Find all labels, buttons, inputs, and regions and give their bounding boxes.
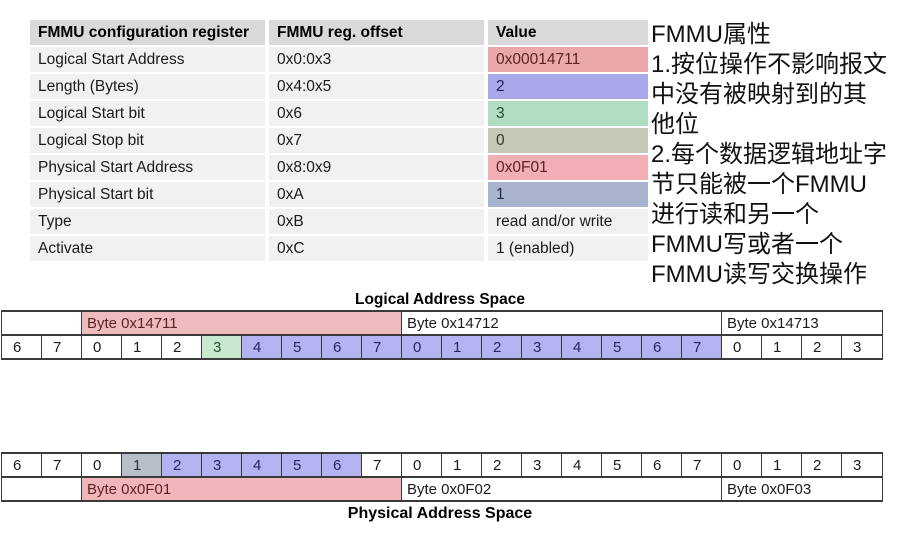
logical-bit-cell: 3 <box>202 336 242 358</box>
physical-bit-cell: 4 <box>562 454 602 476</box>
logical-bit-cell: 0 <box>722 336 762 358</box>
logical-byte-cell: Byte 0x14711 <box>82 312 402 334</box>
physical-bit-cell: 4 <box>242 454 282 476</box>
config-value-cell: 0x0F01 <box>488 155 648 180</box>
logical-bit-cell: 4 <box>562 336 602 358</box>
physical-bit-cell: 3 <box>522 454 562 476</box>
logical-bit-cell: 5 <box>602 336 642 358</box>
physical-bit-cell: 1 <box>122 454 162 476</box>
physical-bit-cell: 7 <box>682 454 722 476</box>
physical-bit-cell: 5 <box>602 454 642 476</box>
notes-line-3: 他位 <box>651 111 699 138</box>
notes-line-5: 节只能被一个FMMU <box>651 171 867 198</box>
logical-bit-cell: 3 <box>842 336 882 358</box>
config-offset-cell: 0x6 <box>269 101 484 126</box>
config-register-cell: Logical Start Address <box>30 47 265 72</box>
config-value-cell: read and/or write <box>488 209 648 234</box>
config-value-cell: 1 (enabled) <box>488 236 648 261</box>
config-value-cell: 2 <box>488 74 648 99</box>
physical-bit-cell: 6 <box>322 454 362 476</box>
physical-address-space-title: Physical Address Space <box>347 505 533 522</box>
logical-bit-cell: 1 <box>442 336 482 358</box>
config-register-cell: Activate <box>30 236 265 261</box>
config-offset-cell: 0x4:0x5 <box>269 74 484 99</box>
logical-byte-cell: Byte 0x14713 <box>722 312 882 334</box>
logical-bit-cell: 5 <box>282 336 322 358</box>
config-offset-cell: 0xC <box>269 236 484 261</box>
config-offset-cell: 0x8:0x9 <box>269 155 484 180</box>
notes-line-7: FMMU写或者一个 <box>651 231 843 258</box>
config-offset-cell: 0x0:0x3 <box>269 47 484 72</box>
physical-bit-cell: 7 <box>42 454 82 476</box>
physical-bit-cell: 3 <box>842 454 882 476</box>
config-header-cell-2: Value <box>488 20 648 45</box>
config-register-cell: Physical Start Address <box>30 155 265 180</box>
logical-bit-cell: 6 <box>322 336 362 358</box>
physical-bit-cell: 2 <box>482 454 522 476</box>
logical-bit-cell: 1 <box>122 336 162 358</box>
logical-byte-cell: Byte 0x14712 <box>402 312 722 334</box>
logical-bit-cell: 7 <box>362 336 402 358</box>
config-register-cell: Logical Stop bit <box>30 128 265 153</box>
physical-bit-cell: 0 <box>82 454 122 476</box>
physical-bit-cell: 2 <box>162 454 202 476</box>
physical-byte-cell: Byte 0x0F02 <box>402 478 722 500</box>
logical-bit-cell: 7 <box>682 336 722 358</box>
logical-bit-cell: 2 <box>162 336 202 358</box>
physical-bit-cell: 0 <box>722 454 762 476</box>
logical-bit-cell: 2 <box>802 336 842 358</box>
config-value-cell: 3 <box>488 101 648 126</box>
config-offset-cell: 0xA <box>269 182 484 207</box>
config-register-cell: Logical Start bit <box>30 101 265 126</box>
physical-byte-cell <box>2 478 82 500</box>
physical-bit-cell: 3 <box>202 454 242 476</box>
notes-line-8: FMMU读写交换操作 <box>651 261 867 288</box>
config-offset-cell: 0xB <box>269 209 484 234</box>
config-value-cell: 1 <box>488 182 648 207</box>
physical-bit-cell: 7 <box>362 454 402 476</box>
notes: FMMU属性 1.按位操作不影响报文中没有被映射到的其他位 2.每个数据逻辑地址字节… <box>651 20 905 290</box>
config-register-cell: Length (Bytes) <box>30 74 265 99</box>
config-register-cell: Type <box>30 209 265 234</box>
logical-bit-cell: 0 <box>402 336 442 358</box>
logical-byte-cell <box>2 312 82 334</box>
config-header-cell-0: FMMU configuration register <box>30 20 265 45</box>
physical-bit-cell: 2 <box>802 454 842 476</box>
config-header-cell-1: FMMU reg. offset <box>269 20 484 45</box>
physical-bit-cell: 6 <box>642 454 682 476</box>
config-offset-cell: 0x7 <box>269 128 484 153</box>
physical-bit-cell: 0 <box>402 454 442 476</box>
config-register-cell: Physical Start bit <box>30 182 265 207</box>
physical-bit-cell: 5 <box>282 454 322 476</box>
config-value-cell: 0x00014711 <box>488 47 648 72</box>
notes-line-4: 2.每个数据逻辑地址字 <box>651 141 888 168</box>
notes-line-2: 中没有被映射到的其 <box>651 81 867 108</box>
physical-bit-cell: 1 <box>762 454 802 476</box>
physical-byte-cell: Byte 0x0F01 <box>82 478 402 500</box>
logical-bit-cell: 1 <box>762 336 802 358</box>
physical-byte-cell: Byte 0x0F03 <box>722 478 882 500</box>
logical-address-space-title: Logical Address Space <box>355 291 525 308</box>
config-value-cell: 0 <box>488 128 648 153</box>
logical-bit-cell: 0 <box>82 336 122 358</box>
logical-bit-cell: 6 <box>642 336 682 358</box>
physical-bit-cell: 6 <box>2 454 42 476</box>
notes-line-0: FMMU属性 <box>651 21 771 48</box>
notes-line-6: 进行读和另一个 <box>651 201 819 228</box>
notes-line-1: 1.按位操作不影响报文 <box>651 51 888 78</box>
physical-bit-cell: 1 <box>442 454 482 476</box>
logical-bit-cell: 2 <box>482 336 522 358</box>
logical-bit-cell: 6 <box>2 336 42 358</box>
logical-bit-cell: 4 <box>242 336 282 358</box>
logical-bit-cell: 3 <box>522 336 562 358</box>
logical-bit-cell: 7 <box>42 336 82 358</box>
